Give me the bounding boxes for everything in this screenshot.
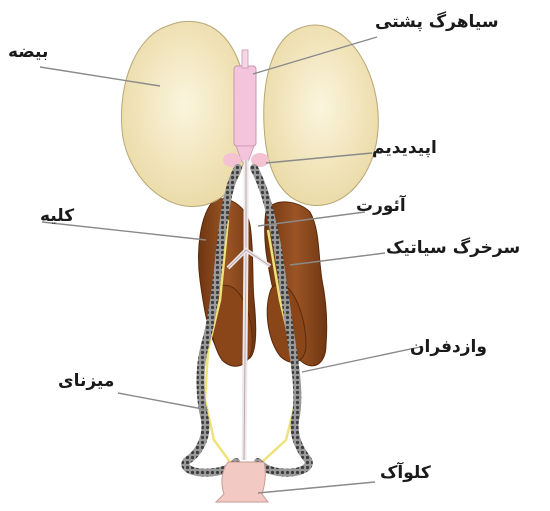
label-cloaca: کلوآک	[380, 463, 431, 483]
label-kidney: کلیه	[40, 206, 74, 226]
label-sciatic-vein: سرخرگ سیاتیک	[386, 238, 520, 258]
label-testis: بیضه	[8, 42, 48, 62]
label-dorsal-vein: سیاهرگ پشتی	[375, 12, 499, 32]
dorsal-vein	[234, 66, 256, 146]
label-vas-deferens: وازدفران	[410, 337, 487, 357]
label-ureter: میزنای	[58, 371, 114, 391]
label-epididymis: اپیدیدیم	[372, 138, 437, 158]
right-testis	[264, 25, 379, 205]
label-aorta: آئورت	[356, 196, 406, 216]
pointer-ureter	[118, 393, 208, 410]
pointer-cloaca	[258, 482, 375, 493]
